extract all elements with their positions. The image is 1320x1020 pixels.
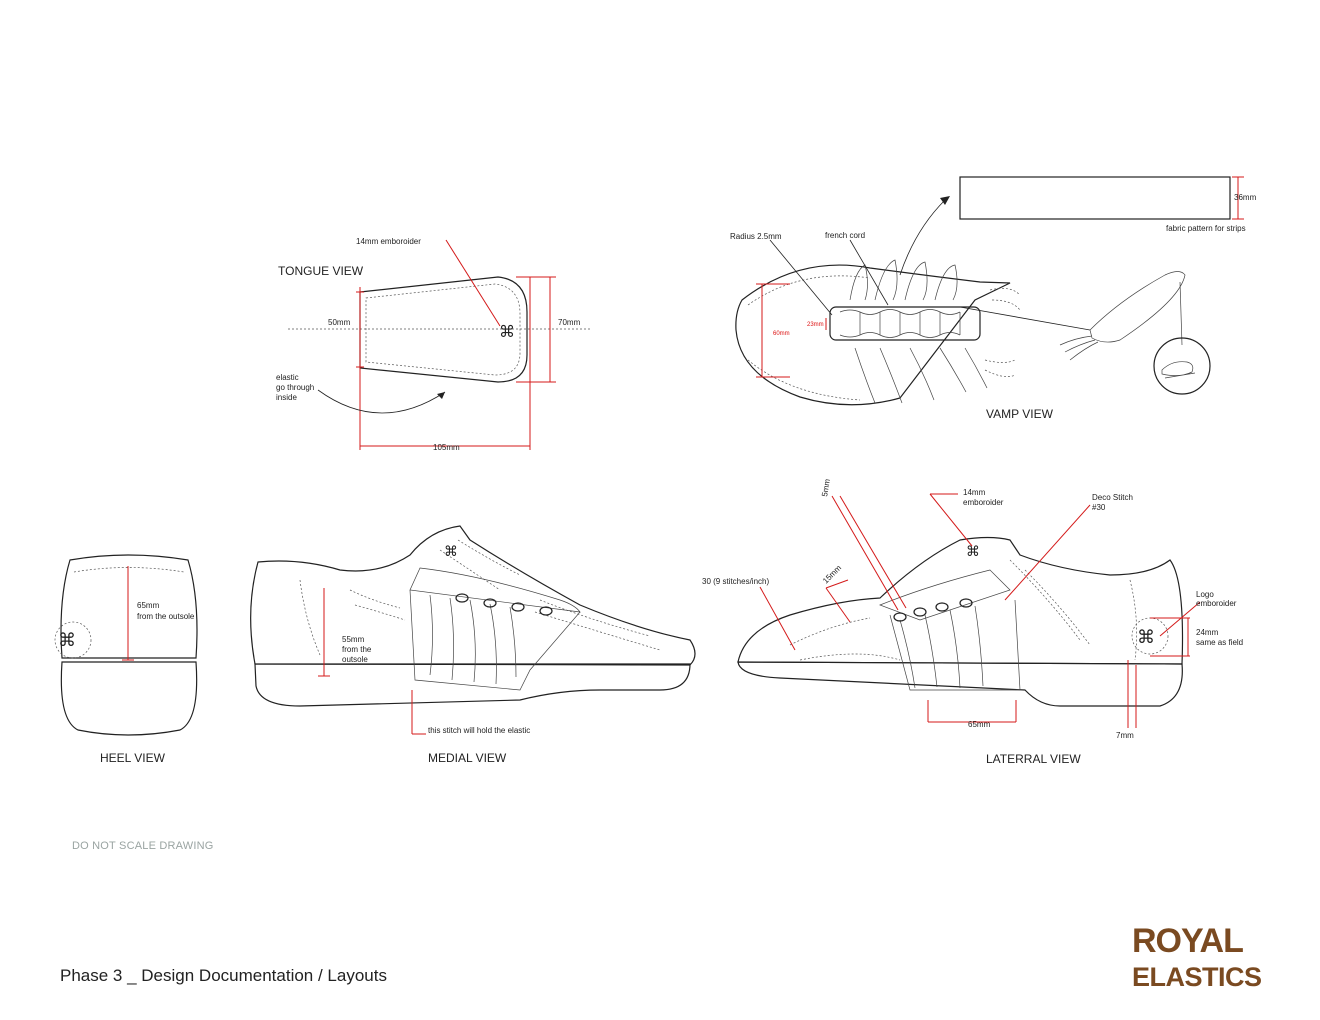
lateral-view-title: LATERRAL VIEW (986, 752, 1081, 766)
heel-65-label: 65mm (137, 601, 160, 610)
tongue-70-label: 70mm (558, 318, 581, 327)
lateral-logo2-label: emboroider (1196, 599, 1237, 608)
tongue-elastic-3: inside (276, 393, 297, 402)
vamp-outline (735, 264, 1011, 406)
lateral-5-label: 5mm (820, 478, 832, 497)
medial-view: ⌘ 55mm from the outsole this stitch will… (250, 525, 696, 765)
tongue-elastic-2: go through (276, 383, 314, 392)
medial-view-title: MEDIAL VIEW (428, 751, 507, 765)
royal-elastics-logo: ROYAL ELASTICS (1132, 922, 1262, 990)
lateral-sole (737, 661, 1183, 707)
vamp-23-label: 23mm (807, 322, 824, 328)
medial-outsole-label: outsole (342, 655, 368, 664)
no-scale-note: DO NOT SCALE DRAWING (72, 840, 214, 852)
tongue-view: TONGUE VIEW ⌘ 14mm emboroider 50mm 70mm … (276, 237, 590, 452)
medial-from-label: from the (342, 645, 372, 654)
heel-view: ⌘ 65mm from the outsole HEEL VIEW (54, 554, 198, 765)
lateral-logo-icon: ⌘ (1137, 627, 1155, 648)
tongue-outline (359, 276, 528, 383)
page-footer-title: Phase 3 _ Design Documentation / Layouts (60, 966, 387, 985)
tongue-50-label: 50mm (328, 318, 351, 327)
svg-text:ROYAL: ROYAL (1132, 922, 1243, 960)
heel-outline (60, 554, 198, 659)
tongue-view-title: TONGUE VIEW (278, 264, 364, 278)
tongue-105-label: 105mm (433, 443, 460, 452)
lateral-15-label: 15mm (821, 563, 843, 585)
tongue-emb-label: 14mm emboroider (356, 237, 421, 246)
lateral-emb1-label: 14mm (963, 488, 986, 497)
lateral-emb2-label: emboroider (963, 498, 1004, 507)
vamp-fabric-label: fabric pattern for strips (1166, 224, 1246, 233)
lateral-logo1-label: Logo (1196, 590, 1214, 599)
medial-upper (250, 525, 696, 666)
tongue-emb-icon: ⌘ (499, 322, 515, 341)
vamp-view: VAMP VIEW 60mm 23mm Radius 2.5mm french … (730, 176, 1257, 421)
vamp-radius-label: Radius 2.5mm (730, 232, 782, 241)
tongue-elastic-1: elastic (276, 373, 299, 382)
medial-emb-icon: ⌘ (444, 544, 458, 560)
lateral-24b-label: same as field (1196, 638, 1243, 647)
medial-55-label: 55mm (342, 635, 365, 644)
medial-sole (254, 663, 691, 707)
heel-view-title: HEEL VIEW (100, 751, 166, 765)
cord-detail (1059, 271, 1186, 361)
heel-logo-icon: ⌘ (58, 630, 76, 651)
vamp-view-title: VAMP VIEW (986, 407, 1054, 421)
medial-stitch-label: this stitch will hold the elastic (428, 726, 530, 735)
lateral-stitches-label: 30 (9 stitches/inch) (702, 577, 769, 586)
svg-text:ELASTICS: ELASTICS (1132, 962, 1262, 990)
lateral-deco2-label: #30 (1092, 503, 1106, 512)
lateral-65-label: 65mm (968, 720, 991, 729)
lateral-emb-icon: ⌘ (966, 544, 980, 560)
vamp-cord-label: french cord (825, 231, 865, 240)
heel-outsole-label: from the outsole (137, 612, 195, 621)
vamp-36-label: 36mm (1234, 193, 1257, 202)
vamp-60-label: 60mm (773, 331, 790, 337)
lateral-view: ⌘ ⌘ 5mm 14mm emboroider Deco Stitch #30 … (702, 478, 1243, 766)
fabric-strip-pattern (959, 176, 1231, 220)
lateral-24a-label: 24mm (1196, 628, 1219, 637)
lateral-deco1-label: Deco Stitch (1092, 493, 1133, 502)
lateral-upper (737, 536, 1184, 665)
cord-detail-zoom (1153, 337, 1211, 395)
lateral-7-label: 7mm (1116, 731, 1134, 740)
